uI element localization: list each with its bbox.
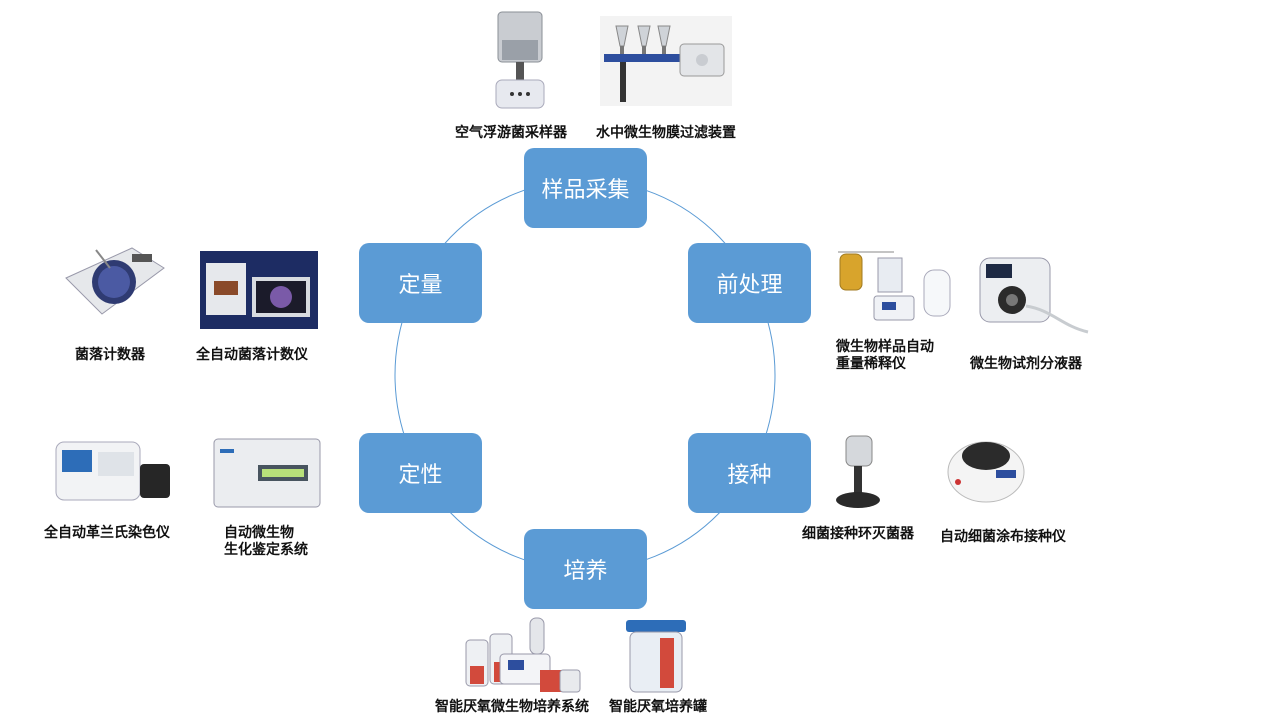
- anaerobic-system-label: 智能厌氧微生物培养系统: [435, 699, 589, 715]
- stage-qualitative: 定性: [359, 433, 482, 513]
- diluter-label-line1: 微生物样品自动: [836, 339, 934, 355]
- anaerobic-system-image: [464, 610, 584, 696]
- reagent-dispenser-image: [972, 250, 1092, 340]
- gram-stainer-image: [52, 438, 174, 506]
- reagent-dispenser-label: 微生物试剂分液器: [970, 356, 1082, 372]
- loop-sterilizer-label: 细菌接种环灭菌器: [802, 526, 914, 542]
- stage-quantitative: 定量: [359, 243, 482, 323]
- stage-inoculation: 接种: [688, 433, 811, 513]
- stage-sampling: 样品采集: [524, 148, 647, 228]
- gravimetric-diluter-image: [834, 248, 956, 330]
- auto-colony-counter-label: 全自动菌落计数仪: [196, 347, 308, 363]
- colony-counter-label: 菌落计数器: [75, 347, 145, 363]
- auto-spreader-label: 自动细菌涂布接种仪: [940, 529, 1066, 545]
- anaerobic-jar-label: 智能厌氧培养罐: [609, 699, 707, 715]
- loop-sterilizer-image: [832, 432, 884, 512]
- membrane-filter-label: 水中微生物膜过滤装置: [596, 125, 736, 141]
- diluter-label-line2: 重量稀释仪: [836, 356, 906, 372]
- anaerobic-jar-image: [620, 618, 692, 696]
- stage-culture: 培养: [524, 529, 647, 609]
- auto-spreader-image: [944, 432, 1028, 506]
- id-system-label-line1: 自动微生物: [224, 525, 294, 541]
- air-sampler-label: 空气浮游菌采样器: [455, 125, 567, 141]
- membrane-filter-image: [600, 16, 732, 106]
- colony-counter-image: [62, 238, 168, 318]
- stage-preprocess: 前处理: [688, 243, 811, 323]
- auto-colony-counter-image: [200, 251, 318, 329]
- id-system-label-line2: 生化鉴定系统: [224, 542, 308, 558]
- id-system-image: [212, 435, 322, 511]
- gram-stainer-label: 全自动革兰氏染色仪: [44, 525, 170, 541]
- air-sampler-image: [490, 10, 550, 110]
